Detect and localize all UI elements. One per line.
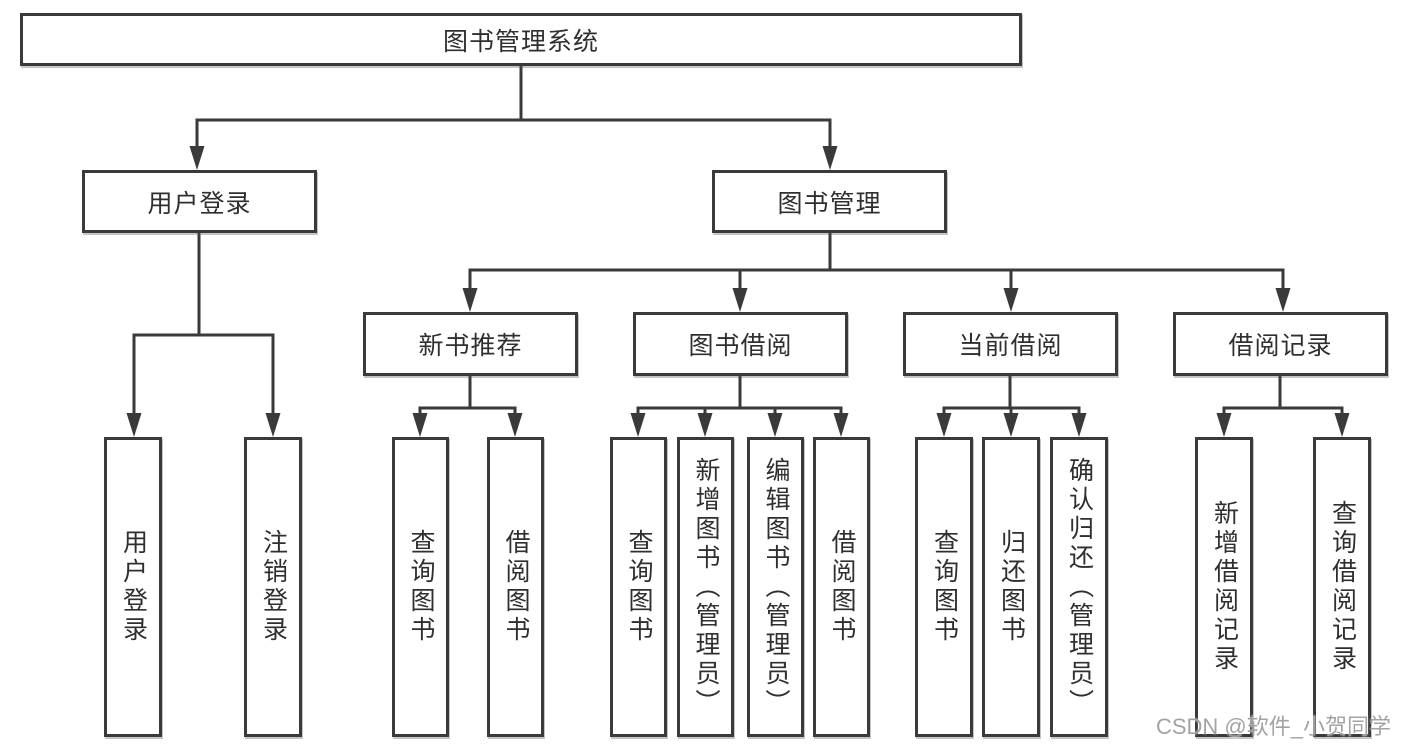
- leaf-query-borrow-record: 查询借阅记录: [1313, 437, 1371, 737]
- leaf-query-books-recommend: 查询图书: [392, 437, 449, 737]
- leaf-logout: 注销登录: [244, 437, 302, 737]
- leaf-borrow-books-recommend: 借阅图书: [487, 437, 544, 737]
- connector-borrow-records-to-leaves: [1216, 376, 1350, 437]
- connector-book-management-to-level3: [462, 233, 1291, 312]
- leaf-add-books-admin: 新增图书（管理员）: [677, 437, 734, 737]
- leaf-return-books: 归还图书: [982, 437, 1040, 737]
- leaf-confirm-return-admin: 确认归还（管理员）: [1050, 437, 1108, 737]
- leaf-query-books-borrow: 查询图书: [610, 437, 667, 737]
- leaf-add-borrow-record: 新增借阅记录: [1195, 437, 1253, 737]
- csdn-watermark: CSDN @软件_小贺同学: [1155, 714, 1391, 739]
- node-new-book-recommend: 新书推荐: [363, 312, 578, 376]
- node-borrow-records: 借阅记录: [1173, 312, 1388, 376]
- connector-root-to-level2: [189, 66, 838, 170]
- leaf-edit-books-admin: 编辑图书（管理员）: [747, 437, 804, 737]
- node-book-management-system: 图书管理系统: [20, 13, 1022, 66]
- node-current-borrow: 当前借阅: [903, 312, 1118, 376]
- node-user-login: 用户登录: [82, 170, 317, 233]
- node-book-borrow: 图书借阅: [633, 312, 848, 376]
- leaf-user-login: 用户登录: [104, 437, 162, 737]
- connector-user-login-to-leaves: [126, 233, 281, 437]
- connector-new-book-recommend-to-leaves: [412, 376, 523, 437]
- node-book-management: 图书管理: [712, 170, 947, 233]
- leaf-query-books-current: 查询图书: [915, 437, 973, 737]
- leaf-borrow-books: 借阅图书: [813, 437, 870, 737]
- connector-book-borrow-to-leaves: [630, 376, 849, 437]
- connector-current-borrow-to-leaves: [936, 376, 1087, 437]
